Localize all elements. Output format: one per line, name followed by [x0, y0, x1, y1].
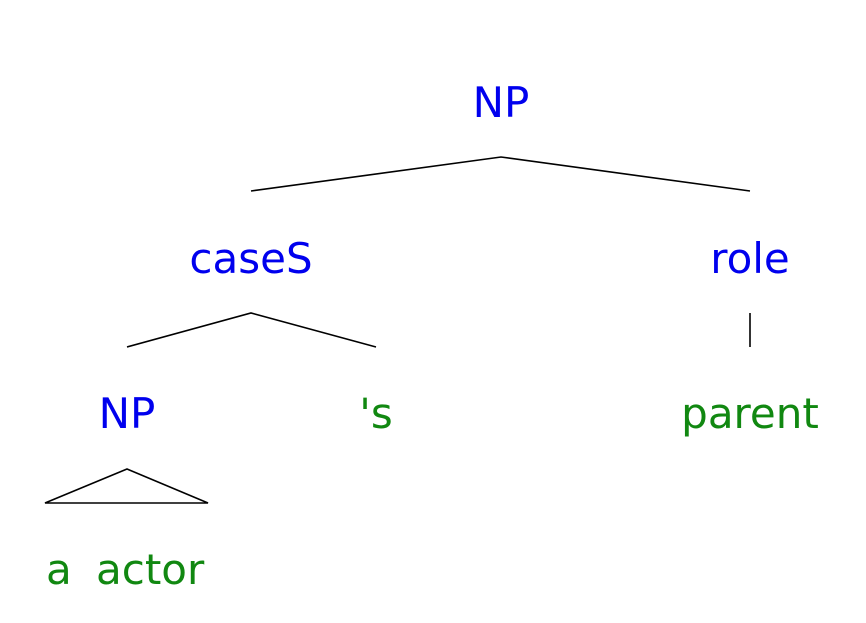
triangle-np-yield [44, 468, 209, 504]
edge-cases-to-children [126, 312, 377, 348]
leaf-possessive: 's [359, 389, 392, 438]
edge-root-to-children [250, 156, 751, 192]
leaf-a: a [46, 545, 72, 594]
tree-edges [44, 156, 751, 504]
tree-nodes: NP caseS role NP 's parent a actor [46, 78, 819, 594]
leaf-parent: parent [681, 389, 819, 438]
node-cases: caseS [189, 234, 312, 283]
node-role: role [710, 234, 790, 283]
leaf-actor: actor [96, 545, 205, 594]
node-inner-np: NP [99, 389, 156, 438]
node-root-np: NP [473, 78, 530, 127]
